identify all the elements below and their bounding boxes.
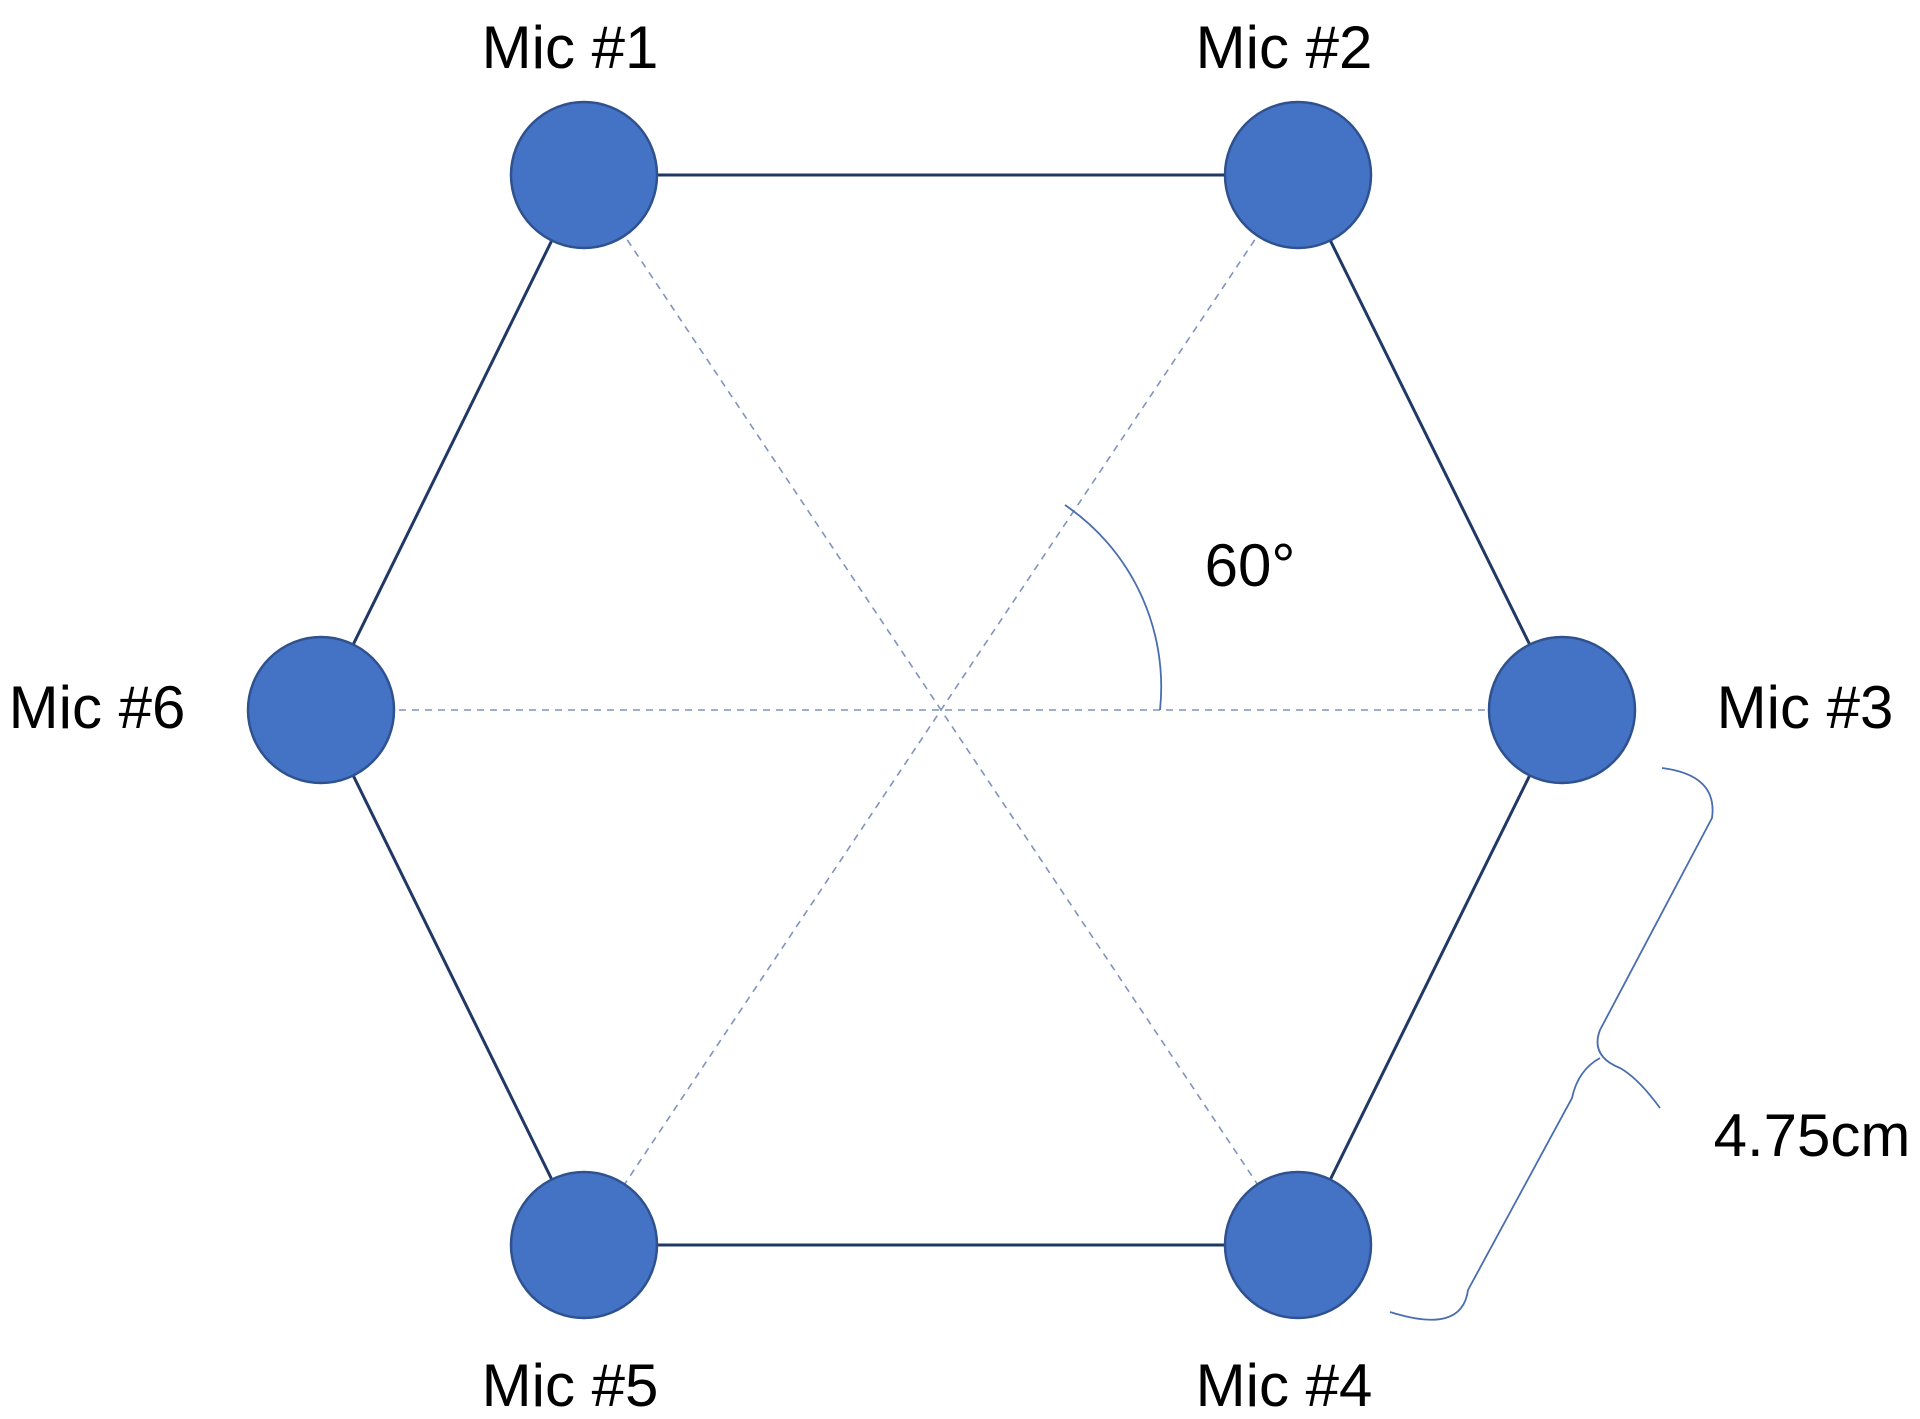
mic-node-3	[1487, 635, 1637, 785]
hexagon-edges	[319, 173, 1564, 1247]
angle-label: 60°	[1205, 532, 1296, 599]
mic-label-2: Mic #2	[1196, 14, 1373, 81]
diagonals	[321, 174, 1562, 1246]
mic-node-5	[509, 1170, 659, 1320]
mic-node-1	[509, 100, 659, 250]
edge-mic6-mic1	[319, 174, 586, 711]
mic-node-4	[1223, 1170, 1373, 1320]
mic-label-5: Mic #5	[482, 1352, 659, 1419]
mic-node-6	[246, 635, 396, 785]
mic-nodes	[246, 100, 1637, 1320]
edge-mic2-mic3	[1296, 174, 1564, 711]
diagonal-mic2-mic5	[583, 174, 1299, 1246]
distance-brace	[1389, 767, 1714, 1321]
angle-arc	[1064, 504, 1163, 711]
edge-mic5-mic6	[319, 709, 586, 1246]
labels: Mic #1 Mic #2 Mic #3 Mic #4 Mic #5 Mic #…	[9, 14, 1911, 1419]
mic-label-6: Mic #6	[9, 674, 186, 741]
edge-mic3-mic4	[1296, 709, 1564, 1246]
mic-node-2	[1223, 100, 1373, 250]
mic-label-3: Mic #3	[1717, 674, 1894, 741]
mic-label-1: Mic #1	[482, 14, 659, 81]
distance-label: 4.75cm	[1714, 1102, 1911, 1169]
mic-label-4: Mic #4	[1196, 1352, 1373, 1419]
